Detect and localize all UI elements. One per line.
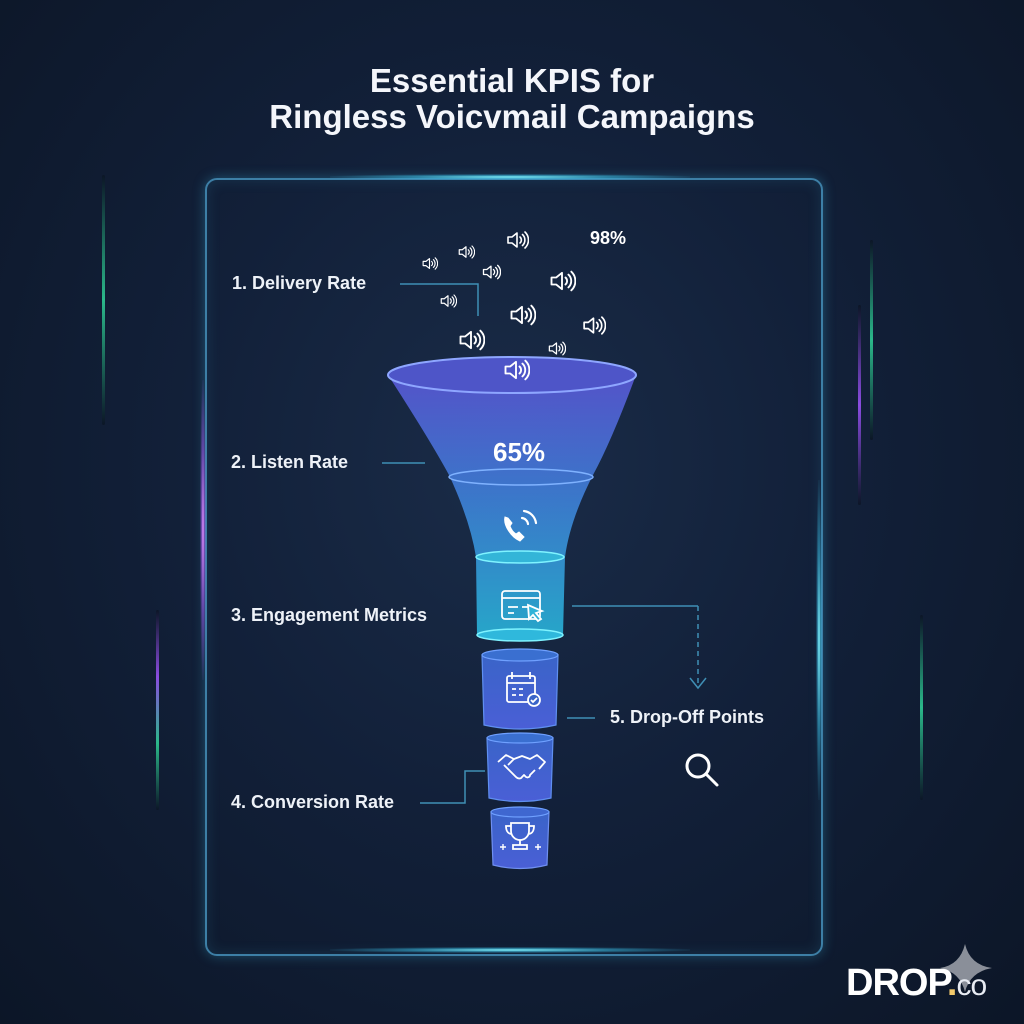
phone-call-icon xyxy=(504,509,538,542)
funnel-cone xyxy=(388,375,636,640)
frame-glow xyxy=(816,480,822,800)
title-line-1: Essential KPIS for xyxy=(369,62,655,99)
logo-suffix: co xyxy=(956,969,987,1002)
label-conversion-rate: 4. Conversion Rate xyxy=(231,792,395,812)
connector-lines xyxy=(382,283,707,804)
label-listen-rate: 2. Listen Rate xyxy=(231,452,349,472)
frame-glow xyxy=(330,947,690,953)
listen-rate-value: 65% xyxy=(493,437,546,467)
funnel-segment xyxy=(481,654,559,730)
funnel-segment xyxy=(486,737,554,803)
title-line-2: Ringless Voicvmail Campaigns xyxy=(269,98,755,135)
frame-glow xyxy=(330,174,690,180)
decor-line xyxy=(870,240,873,440)
calendar-check-icon xyxy=(506,672,541,707)
logo-dot: . xyxy=(946,962,958,1004)
decor-line xyxy=(920,615,923,800)
browser-click-icon xyxy=(501,590,545,623)
decor-line xyxy=(102,175,105,425)
delivery-rate-value: 98% xyxy=(590,228,627,248)
label-delivery-rate: 1. Delivery Rate xyxy=(232,273,367,293)
frame-glow xyxy=(200,380,206,680)
label-engagement-metrics: 3. Engagement Metrics xyxy=(231,605,428,625)
decor-line xyxy=(156,610,159,810)
brand-logo: DROP.co xyxy=(846,962,987,1005)
decor-line xyxy=(858,305,861,505)
trophy-icon xyxy=(500,822,541,850)
handshake-icon xyxy=(497,754,546,780)
magnifier-icon xyxy=(685,753,719,787)
label-drop-off-points: 5. Drop-Off Points xyxy=(610,707,764,727)
logo-name: DROP xyxy=(846,962,948,1004)
